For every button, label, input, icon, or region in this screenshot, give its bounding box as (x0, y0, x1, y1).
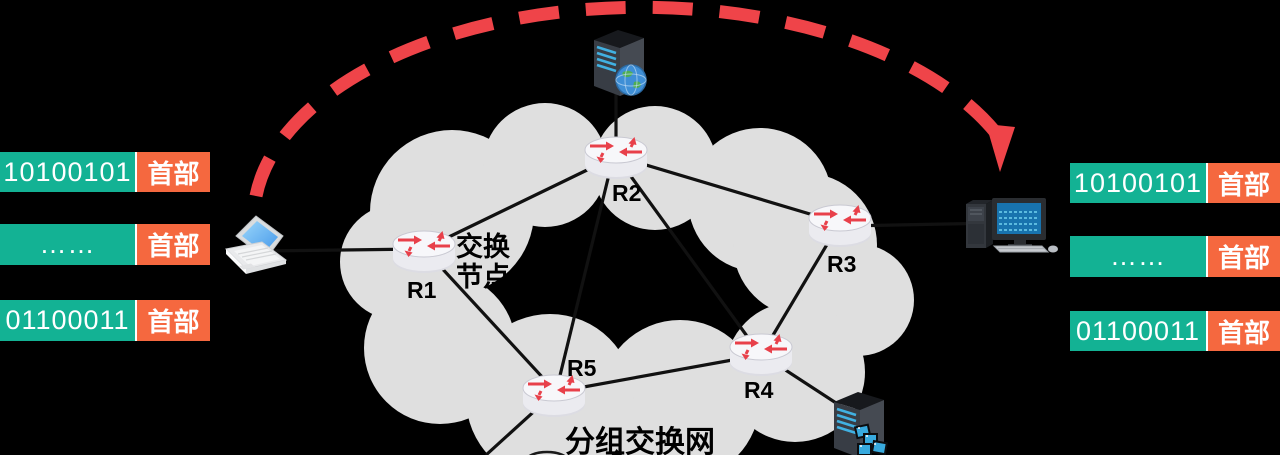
laptop-icon (224, 215, 288, 274)
router-icon-r2 (583, 135, 649, 181)
router-label-r4: R4 (744, 377, 774, 403)
globe-icon (615, 64, 647, 96)
link-r2-r5 (554, 157, 615, 393)
packet-left-2: …… 首部 (0, 224, 210, 265)
link-r5-r4 (555, 353, 761, 394)
packet-header: 首部 (135, 152, 210, 192)
link-r2-r4 (617, 159, 762, 355)
router-label-r1: R1 (407, 277, 437, 303)
packet-right-1: 10100101 首部 (1070, 163, 1280, 203)
packet-header: 首部 (135, 224, 210, 265)
link-r1-r5 (424, 249, 558, 394)
packet-payload: …… (0, 224, 135, 265)
packet-header: 首部 (1206, 311, 1280, 351)
web-server-icon (594, 30, 647, 96)
link-r3-r4 (761, 225, 840, 353)
router-label-r3: R3 (827, 251, 857, 277)
packet-left-1: 10100101 首部 (0, 152, 210, 192)
cloud-label: 分组交换网 (565, 426, 715, 455)
switch-node-label: 交换 节点 (456, 232, 510, 292)
router-icon-r4 (728, 332, 794, 378)
router-icon-r3 (807, 203, 873, 249)
link-r2-r3 (615, 154, 841, 225)
film-strip-icon (853, 423, 888, 455)
packet-payload: …… (1070, 236, 1206, 277)
link-r1-r2 (423, 154, 617, 251)
packet-left-3: 01100011 首部 (0, 300, 210, 341)
packet-header: 首部 (135, 300, 210, 341)
media-server-icon (834, 392, 888, 455)
packet-header: 首部 (1206, 236, 1280, 277)
packet-payload: 10100101 (0, 152, 135, 192)
router-icon-r1 (391, 229, 457, 275)
packet-payload: 10100101 (1070, 163, 1206, 203)
packet-right-3: 01100011 首部 (1070, 311, 1280, 351)
router-label-r2: R2 (612, 180, 642, 206)
dashed-arc-arrow-icon (249, 0, 1015, 198)
desktop-computer-icon (966, 198, 1058, 253)
partial-router-icon (528, 450, 566, 455)
packet-header: 首部 (1206, 163, 1280, 203)
arrowhead (986, 124, 1015, 172)
packet-payload: 01100011 (1070, 311, 1206, 351)
packet-payload: 01100011 (0, 300, 135, 341)
router-icon-r5 (521, 373, 587, 419)
network-links (261, 90, 999, 455)
router-label-r5: R5 (567, 355, 597, 381)
packet-right-2: …… 首部 (1070, 236, 1280, 277)
